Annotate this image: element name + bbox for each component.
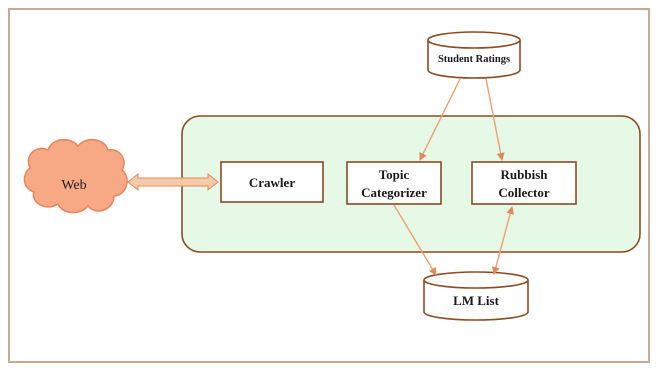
student-ratings-label: Student Ratings [438,54,510,65]
ratings-to-rubbish-arrow [485,78,505,161]
ratings-to-topic-arrow [419,78,461,161]
crawler-node: Crawler [220,161,324,203]
topic-categorizer-node: Topic Categorizer [346,161,442,205]
lm-list-db: LM List [423,271,529,321]
rubbish-label-line2: Collector [498,185,549,200]
topic-to-lmlist-arrow [393,204,437,276]
web-label: Web [61,178,86,193]
web-cloud: Web [23,138,128,214]
web-crawler-arrow [127,172,219,192]
rubbish-collector-node: Rubbish Collector [471,161,577,205]
student-ratings-db: Student Ratings [427,31,521,79]
crawler-label: Crawler [249,175,295,190]
lm-list-label: LM List [453,293,500,308]
rubbish-label-line1: Rubbish [501,167,549,182]
rubbish-lmlist-arrow [491,206,515,275]
topic-label-line2: Categorizer [361,185,427,200]
topic-label-line1: Topic [379,167,410,182]
